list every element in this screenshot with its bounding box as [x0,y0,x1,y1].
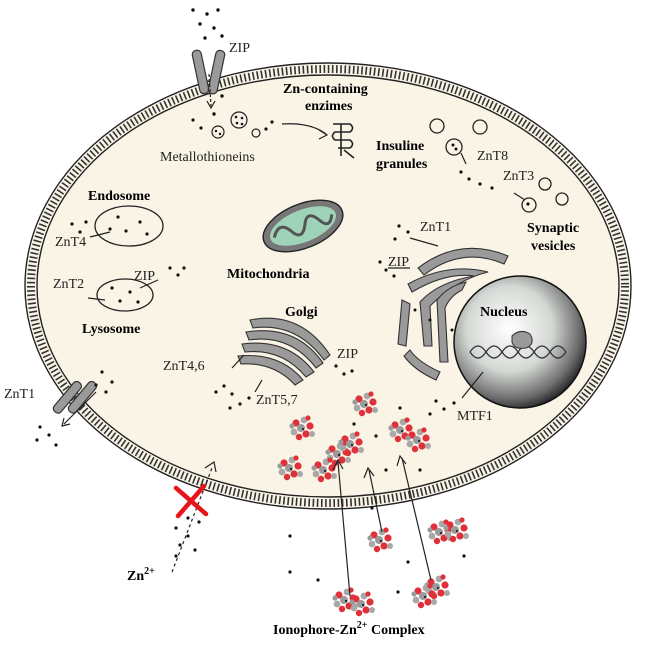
insuline-granules-label-2: granules [376,157,428,172]
zn-ion-label: Zn2+ [127,566,155,584]
znt1-membrane-transporter [52,380,98,427]
lysosome-label: Lysosome [82,322,140,337]
znt46-label: ZnT4,6 [163,359,205,374]
zinc-ions-outside-top [191,8,224,116]
mtf1-label: MTF1 [457,409,493,424]
zinc-ions-outside-bottom [174,516,201,558]
synaptic-vesicles-label-2: vesicles [531,239,576,254]
zip-transporter-top [191,49,226,110]
block-mark [173,483,209,519]
mitochondria-shape [262,199,344,253]
metallothionein-spheres [211,111,261,139]
nucleus-label: Nucleus [480,305,528,320]
mtf1-protein [511,330,533,349]
synaptic-vesicles-label-1: Synaptic [527,221,579,236]
znt8-label: ZnT8 [477,149,508,164]
zn-enzyme-icon [331,123,355,159]
mitochondria-label: Mitochondria [227,267,309,282]
metallothioneins-label: Metallothioneins [160,150,255,165]
endosome-shape [94,205,164,247]
znt1-er-label: ZnT1 [420,220,451,235]
ionophore-complex-label: Ionophore-Zn2+ Complex [273,620,425,638]
zip-top-label: ZIP [229,41,250,56]
zip-er-label: ZIP [388,255,409,270]
znt2-label: ZnT2 [53,277,84,292]
znt57-label: ZnT5,7 [256,393,298,408]
cell-membrane [24,62,632,510]
zn-enzymes-label-2: enzimes [305,99,353,114]
golgi-apparatus [237,317,331,386]
endosome-label: Endosome [88,189,150,204]
zip-golgi-label: ZIP [337,347,358,362]
endoplasmic-reticulum [397,247,509,381]
insuline-granules-label-1: Insuline [376,139,424,154]
insulin-granules [429,118,569,213]
dna-helix [469,345,567,359]
golgi-label: Golgi [285,305,318,320]
znt4-label: ZnT4 [55,235,86,250]
metallothionein-zinc [191,115,274,136]
znt1-membrane-label: ZnT1 [4,387,35,402]
znt3-label: ZnT3 [503,169,534,184]
zn-enzymes-label-1: Zn-containing [283,82,368,97]
ionophore-uptake-arrows [332,454,432,597]
zip-lysosome-label: ZIP [134,269,155,284]
